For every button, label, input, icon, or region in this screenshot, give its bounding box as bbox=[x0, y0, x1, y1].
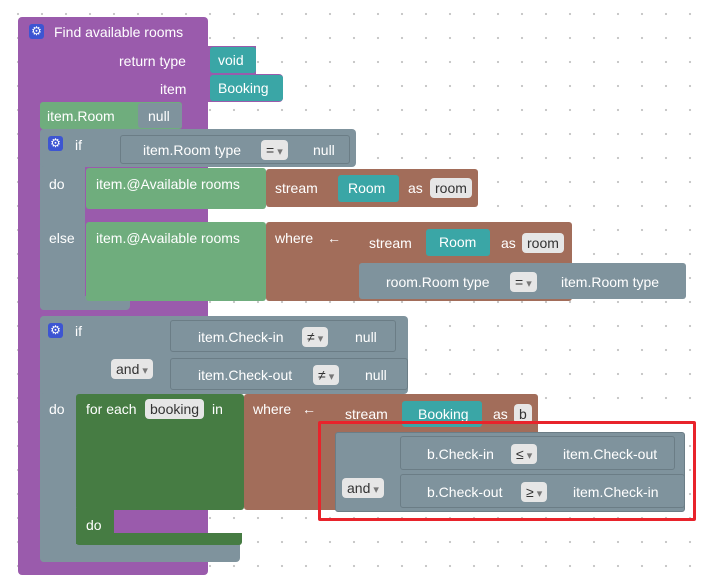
do-stream-label: stream bbox=[275, 180, 318, 196]
where-label: where bbox=[253, 401, 292, 417]
where-and-op[interactable]: and bbox=[342, 478, 384, 498]
as-label: as bbox=[493, 406, 508, 422]
else-cond-right: item.Room type bbox=[561, 274, 660, 290]
w1-left: b.Check-in bbox=[427, 446, 494, 462]
do-stream-room-text: Room bbox=[348, 180, 386, 196]
do-stream-block[interactable]: stream Room as room bbox=[266, 169, 478, 207]
stream-booking-text: Booking bbox=[418, 406, 469, 422]
w2-right: item.Check-in bbox=[573, 484, 659, 500]
w1-op[interactable]: ≤ bbox=[511, 444, 538, 464]
do-as-var[interactable]: room bbox=[430, 178, 472, 198]
w2-op[interactable]: ≥ bbox=[521, 482, 548, 502]
if1-else-label: else bbox=[49, 230, 75, 246]
if2-c1-op[interactable]: ≠ bbox=[302, 327, 329, 347]
if2-if-label: if bbox=[75, 323, 82, 339]
if2-c2-op[interactable]: ≠ bbox=[313, 365, 340, 385]
stream-booking[interactable]: Booking bbox=[402, 401, 482, 427]
foreach-in-label: in bbox=[212, 401, 223, 417]
if2-cond-1[interactable]: item.Check-in ≠ null bbox=[170, 320, 396, 352]
else-stream-room-text: Room bbox=[439, 234, 477, 250]
foreach-label: for each bbox=[86, 401, 137, 417]
if1-condition[interactable]: item.Room type = null bbox=[120, 135, 350, 164]
if2-do-label: do bbox=[49, 401, 65, 417]
if2-c1-left: item.Check-in bbox=[198, 329, 284, 345]
if1-if-label: if bbox=[75, 137, 82, 153]
foreach-bottom bbox=[76, 533, 242, 545]
if2-and-op[interactable]: and bbox=[111, 359, 153, 379]
return-type-value[interactable]: void bbox=[210, 47, 256, 73]
if2-c2-right: null bbox=[365, 367, 387, 383]
gear-icon[interactable]: ⚙ bbox=[29, 24, 44, 39]
do-assign-block[interactable]: item.@Available rooms bbox=[86, 168, 266, 209]
foreach-do-label: do bbox=[86, 517, 102, 533]
do-stream-room[interactable]: Room bbox=[338, 175, 399, 202]
item-type-text: Booking bbox=[218, 80, 269, 96]
null-value-block[interactable]: null bbox=[138, 103, 182, 128]
return-type-text: void bbox=[218, 52, 244, 68]
if1-cond-right: null bbox=[313, 142, 335, 158]
w2-left: b.Check-out bbox=[427, 484, 503, 500]
w1-right: item.Check-out bbox=[563, 446, 658, 462]
else-stream-room[interactable]: Room bbox=[426, 229, 490, 256]
if2-cond-2[interactable]: item.Check-out ≠ null bbox=[170, 358, 408, 390]
foreach-block[interactable]: for each booking in bbox=[76, 394, 244, 510]
stream-label: stream bbox=[345, 406, 388, 422]
procedure-title: Find available rooms bbox=[54, 24, 184, 40]
else-arrow: ← bbox=[327, 230, 341, 246]
if2-c1-right: null bbox=[355, 329, 377, 345]
return-type-label: return type bbox=[119, 53, 186, 69]
where-arrow: ← bbox=[302, 401, 316, 417]
else-assign-block[interactable]: item.@Available rooms bbox=[86, 222, 266, 301]
gear-icon[interactable]: ⚙ bbox=[48, 323, 63, 338]
as-var[interactable]: b bbox=[514, 404, 532, 424]
if2-c2-left: item.Check-out bbox=[198, 367, 293, 383]
else-assign-target: item.@Available rooms bbox=[96, 230, 240, 246]
else-cond-op[interactable]: = bbox=[510, 272, 537, 292]
do-as-label: as bbox=[408, 180, 423, 196]
if1-cond-left: item.Room type bbox=[143, 142, 242, 158]
where-cond-1[interactable]: b.Check-in ≤ item.Check-out bbox=[400, 436, 675, 470]
else-as-label: as bbox=[501, 235, 516, 251]
else-where-condition[interactable]: room.Room type = item.Room type bbox=[359, 263, 686, 299]
else-as-var[interactable]: room bbox=[522, 233, 564, 253]
if1-cond-op[interactable]: = bbox=[261, 140, 288, 160]
set-room-target: item.Room bbox=[47, 108, 115, 124]
do-assign-target: item.@Available rooms bbox=[96, 176, 240, 192]
gear-icon[interactable]: ⚙ bbox=[48, 136, 63, 151]
item-type-value[interactable]: Booking bbox=[210, 75, 283, 101]
else-stream-label: stream bbox=[369, 235, 412, 251]
else-where-label: where bbox=[275, 230, 314, 246]
else-cond-left: room.Room type bbox=[386, 274, 490, 290]
null-value-text: null bbox=[148, 108, 170, 124]
foreach-var[interactable]: booking bbox=[145, 399, 205, 419]
item-label: item bbox=[160, 81, 187, 97]
where-cond-2[interactable]: b.Check-out ≥ item.Check-in bbox=[400, 474, 685, 508]
if2-bottom bbox=[40, 544, 240, 562]
if1-do-label: do bbox=[49, 176, 65, 192]
